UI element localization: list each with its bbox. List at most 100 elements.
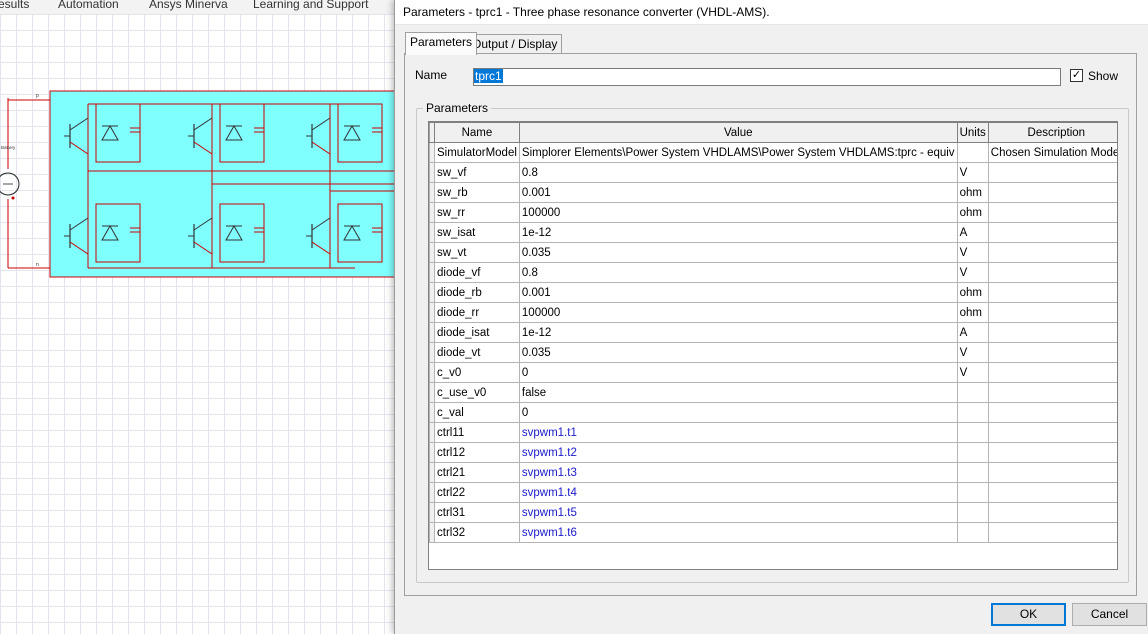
param-description-cell[interactable] [987,442,1117,463]
param-value-cell[interactable]: 0.035 [518,242,958,263]
parameters-grid[interactable]: Name Value Units Description SimulatorMo… [428,121,1118,570]
param-value-cell[interactable]: 100000 [518,202,958,223]
param-value-cell[interactable]: svpwm1.t6 [518,522,958,543]
param-units-cell[interactable]: ohm [956,202,989,223]
param-name-cell[interactable]: diode_rb [434,282,520,303]
param-value-cell[interactable]: svpwm1.t5 [518,502,958,523]
param-units-cell[interactable]: V [956,262,989,283]
cancel-button[interactable]: Cancel [1072,603,1147,626]
param-description-cell[interactable] [987,482,1117,503]
column-header-units[interactable]: Units [956,122,989,143]
param-value-cell[interactable]: 100000 [518,302,958,323]
param-units-cell[interactable] [956,522,989,543]
param-units-cell[interactable]: V [956,162,989,183]
menu-item-learning-support[interactable]: Learning and Support [253,0,369,11]
menu-item-automation[interactable]: Automation [58,0,119,11]
param-units-cell[interactable] [956,142,989,163]
param-description-cell[interactable] [987,422,1117,443]
param-units-cell[interactable]: V [956,342,989,363]
dialog-titlebar[interactable]: Parameters - tprc1 - Three phase resonan… [395,0,1148,25]
param-description-cell[interactable] [987,402,1117,423]
row-selector[interactable] [429,522,435,543]
param-units-cell[interactable]: A [956,322,989,343]
param-units-cell[interactable] [956,502,989,523]
param-value-cell[interactable]: 1e-12 [518,322,958,343]
param-name-cell[interactable]: ctrl31 [434,502,520,523]
param-value-cell[interactable]: svpwm1.t1 [518,422,958,443]
param-name-cell[interactable]: ctrl22 [434,482,520,503]
param-units-cell[interactable]: V [956,242,989,263]
param-description-cell[interactable] [987,202,1117,223]
param-description-cell[interactable] [987,302,1117,323]
param-description-cell[interactable] [987,342,1117,363]
param-description-cell[interactable] [987,362,1117,383]
param-name-cell[interactable]: ctrl11 [434,422,520,443]
param-units-cell[interactable] [956,402,989,423]
param-name-cell[interactable]: sw_vf [434,162,520,183]
param-description-cell[interactable] [987,462,1117,483]
param-name-cell[interactable]: ctrl21 [434,462,520,483]
param-units-cell[interactable]: ohm [956,302,989,323]
column-header-description[interactable]: Description [987,122,1117,143]
menu-item-ansys-minerva[interactable]: Ansys Minerva [149,0,228,11]
param-value-cell[interactable]: svpwm1.t2 [518,442,958,463]
column-header-name[interactable]: Name [434,122,520,143]
tab-output-display[interactable]: Output / Display [467,34,563,54]
param-units-cell[interactable]: V [956,362,989,383]
param-value-cell[interactable]: false [518,382,958,403]
param-name-cell[interactable]: diode_isat [434,322,520,343]
param-units-cell[interactable]: A [956,222,989,243]
param-name-cell[interactable]: sw_rr [434,202,520,223]
param-description-cell[interactable] [987,262,1117,283]
param-units-cell[interactable] [956,442,989,463]
param-value-cell[interactable]: svpwm1.t4 [518,482,958,503]
param-value-cell[interactable]: 0.8 [518,162,958,183]
menu-item-results[interactable]: esults [0,0,30,11]
param-description-cell[interactable] [987,322,1117,343]
show-checkbox[interactable]: ✓ [1070,69,1083,82]
param-description-cell[interactable] [987,242,1117,263]
name-input[interactable]: tprc1 [473,68,1061,86]
param-units-cell[interactable]: ohm [956,282,989,303]
param-name-cell[interactable]: diode_vt [434,342,520,363]
param-units-cell[interactable]: ohm [956,182,989,203]
param-value-cell[interactable]: 0 [518,362,958,383]
param-value-cell[interactable]: 0.001 [518,282,958,303]
param-description-cell[interactable] [987,502,1117,523]
param-units-cell[interactable] [956,482,989,503]
param-name-cell[interactable]: sw_rb [434,182,520,203]
param-description-cell[interactable] [987,162,1117,183]
param-value-cell[interactable]: 0.035 [518,342,958,363]
param-description-cell[interactable] [987,182,1117,203]
param-description-cell[interactable] [987,222,1117,243]
param-name-cell[interactable]: SimulatorModel [434,142,520,163]
param-units-cell[interactable] [956,382,989,403]
param-name-cell[interactable]: ctrl12 [434,442,520,463]
ok-button[interactable]: OK [991,603,1066,626]
param-value-cell[interactable]: svpwm1.t3 [518,462,958,483]
param-description-cell[interactable] [987,522,1117,543]
param-name-cell[interactable]: c_val [434,402,520,423]
param-name-cell[interactable]: sw_vt [434,242,520,263]
param-name-cell[interactable]: sw_isat [434,222,520,243]
